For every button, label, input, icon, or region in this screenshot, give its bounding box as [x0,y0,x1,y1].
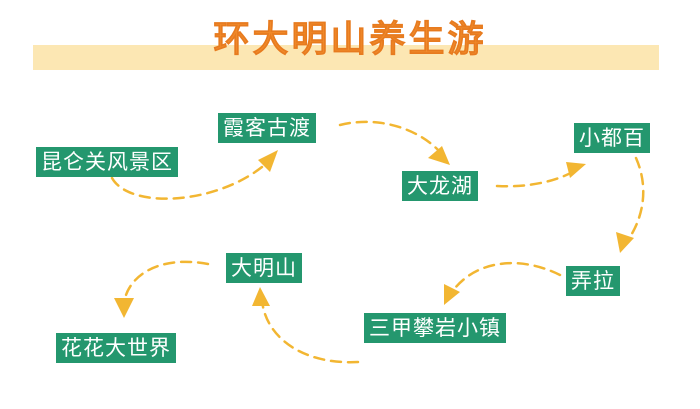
stop-nongla: 弄拉 [566,266,620,296]
page-title: 环大明山养生游 [213,19,487,61]
arrowhead-6 [252,287,270,306]
stop-huahua: 花花大世界 [56,333,176,363]
stop-dalonghu: 大龙湖 [402,171,478,201]
stop-xiake: 霞客古渡 [218,113,316,143]
arrowhead-3 [566,162,586,178]
stop-xiaodubai: 小都百 [574,123,650,153]
arrow-path-1 [110,160,270,200]
arrow-path-5 [450,261,562,294]
arrow-path-7 [122,260,210,305]
arrow-path-3 [495,168,578,188]
arrowhead-2 [428,146,450,165]
arrow-path-2 [338,120,442,154]
title-band [33,45,659,70]
stop-sanjia: 三甲攀岩小镇 [364,313,506,343]
arrowhead-7 [114,298,134,318]
stop-kunlun: 昆仑关风景区 [36,147,178,177]
arrowhead-1 [258,150,278,172]
stop-damingshan: 大明山 [226,253,302,283]
arrow-path-4 [626,156,645,242]
arrow-path-6 [260,298,360,364]
arrowhead-5 [444,284,460,305]
arrowhead-4 [616,232,634,253]
